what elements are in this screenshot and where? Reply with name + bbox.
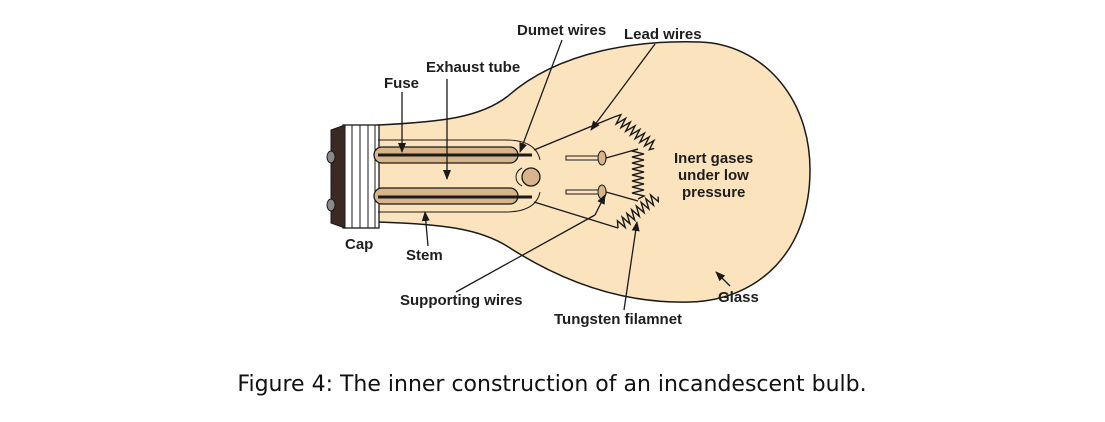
lead-wires [533, 116, 619, 229]
leader-lines [398, 39, 731, 311]
cap-contact-pin-bottom [326, 198, 336, 212]
glass-bulb [377, 41, 811, 303]
label-exhaust-tube: Exhaust tube [426, 59, 520, 76]
cap-contact-pin-top [326, 150, 336, 164]
label-inert-gases-1: Inert gases [674, 150, 753, 167]
label-dumet-wires: Dumet wires [517, 22, 606, 39]
label-supporting-wires: Supporting wires [400, 292, 523, 309]
tungsten-filament [613, 113, 660, 230]
label-glass: Glass [718, 289, 759, 306]
leader-glass [715, 271, 731, 287]
leader-stem [421, 211, 430, 247]
label-stem: Stem [406, 247, 443, 264]
leader-lead-wires [590, 43, 656, 131]
cap-contact-base [330, 124, 346, 229]
exhaust-tube-end [515, 167, 523, 187]
leader-supporting-wires-1 [455, 214, 596, 293]
exhaust-tube-button [521, 167, 541, 187]
leader-tungsten-filament [623, 221, 640, 311]
cap [326, 124, 380, 229]
stem-outline [378, 139, 541, 213]
label-tungsten-filament: Tungsten filamnet [554, 311, 682, 328]
label-lead-wires: Lead wires [624, 26, 702, 43]
leader-supporting-wires-2 [594, 194, 606, 216]
figure-caption: Figure 4: The inner construction of an i… [237, 372, 866, 397]
label-cap: Cap [345, 236, 373, 253]
label-fuse: Fuse [384, 75, 419, 92]
label-inert-gases-2: under low [678, 167, 749, 184]
stem-tube [373, 187, 532, 205]
label-inert-gases-3: pressure [682, 184, 745, 201]
fuse-tube [373, 146, 532, 164]
leader-dumet-wires [519, 39, 563, 153]
